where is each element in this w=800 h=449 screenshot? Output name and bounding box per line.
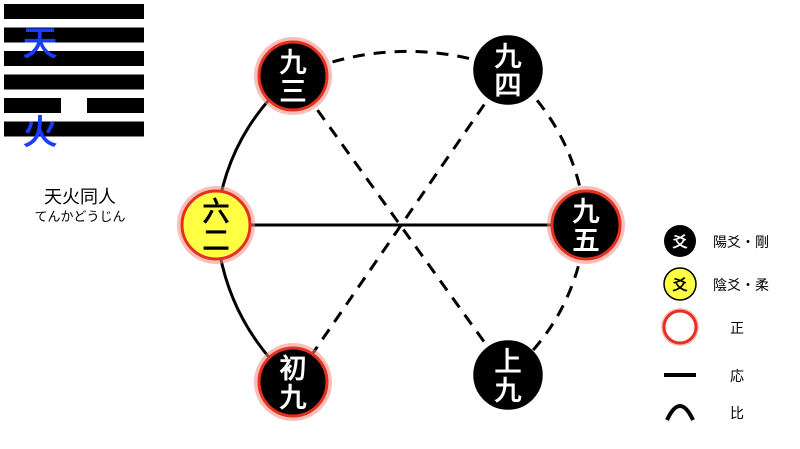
- node-top-nine-top-char: 上: [495, 347, 522, 378]
- legend-yang: 爻 陽爻・剛: [664, 225, 769, 257]
- node-first-nine-bottom-char: 九: [280, 383, 307, 414]
- hexagram-line-yin-left: [4, 98, 61, 113]
- hexagram-line-yang: [4, 121, 144, 137]
- hexagram-line-yang: [4, 27, 144, 43]
- legend-adjacent: 比: [665, 404, 744, 422]
- node-nine-four-bottom-char: 四: [495, 71, 522, 102]
- lower-trigram-label: 火: [23, 113, 57, 153]
- node-first-nine-top-char: 初: [280, 354, 307, 385]
- node-top-nine-bottom-char: 九: [495, 376, 522, 407]
- node-nine-three-circle: [257, 40, 329, 112]
- node-nine-three: 九三: [254, 37, 332, 115]
- node-six-two-bottom-char: 二: [203, 226, 230, 257]
- node-six-two-circle: [180, 189, 252, 261]
- node-top-nine: 上九: [473, 340, 543, 410]
- legend-correct-ring: [662, 309, 698, 345]
- legend-yin-symbol: 爻: [671, 276, 688, 294]
- legend-response-label: 応: [730, 369, 744, 385]
- node-nine-five-top-char: 九: [573, 197, 600, 228]
- node-nine-four-top-char: 九: [495, 42, 522, 73]
- hexagram-line-yang: [4, 74, 144, 90]
- legend-yang-swatch: [664, 225, 696, 257]
- node-first-nine-circle: [257, 346, 329, 418]
- node-first-nine: 初九: [254, 343, 332, 421]
- node-nine-four-circle: [473, 35, 543, 105]
- node-nine-four: 九四: [473, 35, 543, 105]
- hexagram-line-yin-right: [87, 98, 144, 113]
- legend-correct-label: 正: [730, 321, 744, 337]
- node-six-two: 六二: [177, 186, 255, 264]
- upper-trigram-label: 天: [23, 24, 57, 64]
- legend-adjacent-label: 比: [730, 406, 744, 422]
- hexagram-name: 天火同人: [44, 187, 116, 208]
- node-nine-five-bottom-char: 五: [573, 226, 600, 257]
- legend-yang-label: 陽爻・剛: [713, 235, 769, 251]
- legend-adjacent-arc: [665, 404, 695, 421]
- legend-yang-symbol: 爻: [671, 233, 688, 251]
- legend-yin: 爻 陰爻・柔: [663, 267, 769, 301]
- legend-correct: 正: [661, 308, 744, 346]
- node-nine-three-top-char: 九: [280, 48, 307, 79]
- node-six-two-top-char: 六: [203, 197, 230, 228]
- node-nine-five-circle: [550, 189, 622, 261]
- node-top-nine-circle: [473, 340, 543, 410]
- hexagram-line-yang: [4, 51, 144, 66]
- hexagram-lines: [4, 4, 144, 137]
- legend-yin-swatch: [663, 267, 697, 301]
- hexagram-reading: てんかどうじん: [34, 210, 126, 225]
- link-nine-four-first-nine: [291, 69, 510, 383]
- hexagram-line-yang: [4, 4, 144, 19]
- legend: 爻 陽爻・剛 爻 陰爻・柔 正 応 比: [661, 225, 769, 422]
- legend-response: 応: [664, 369, 744, 385]
- legend-yin-label: 陰爻・柔: [713, 278, 769, 294]
- node-nine-five: 九五: [547, 186, 625, 264]
- node-nine-three-bottom-char: 三: [280, 77, 307, 108]
